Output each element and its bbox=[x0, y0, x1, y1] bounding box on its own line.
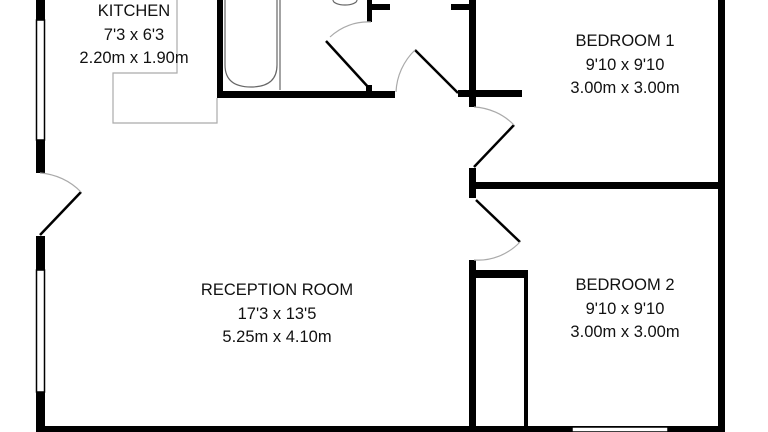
room-size-imperial: 17'3 x 13'5 bbox=[237, 304, 317, 323]
room-size-imperial: 9'10 x 9'10 bbox=[585, 55, 665, 74]
room-size-imperial: 9'10 x 9'10 bbox=[585, 299, 665, 318]
bathtub bbox=[224, 0, 358, 90]
door-bedroom1 bbox=[473, 106, 515, 168]
window-bedroom2 bbox=[571, 426, 669, 432]
room-name: BEDROOM 1 bbox=[575, 32, 675, 50]
windows bbox=[35, 19, 669, 432]
room-label-bedroom1: BEDROOM 1 9'10 x 9'10 3.00m x 3.00m bbox=[570, 30, 679, 101]
room-size-imperial: 7'3 x 6'3 bbox=[103, 25, 165, 44]
room-label-kitchen: KITCHEN 7'3 x 6'3 2.20m x 1.90m bbox=[79, 0, 188, 71]
door-hall bbox=[395, 49, 459, 94]
room-size-metric: 3.00m x 3.00m bbox=[570, 79, 680, 97]
walls bbox=[36, 0, 725, 432]
door-bedroom2 bbox=[473, 199, 521, 261]
room-name: KITCHEN bbox=[97, 2, 171, 20]
room-label-bedroom2: BEDROOM 2 9'10 x 9'10 3.00m x 3.00m bbox=[570, 274, 679, 345]
window-reception bbox=[35, 269, 46, 393]
room-size-metric: 2.20m x 1.90m bbox=[79, 49, 189, 67]
room-name: BEDROOM 2 bbox=[575, 276, 675, 294]
kitchen-counter bbox=[112, 0, 218, 124]
room-size-metric: 5.25m x 4.10m bbox=[222, 328, 332, 346]
doors bbox=[39, 21, 521, 261]
door-bathroom bbox=[325, 21, 372, 89]
room-size-metric: 3.00m x 3.00m bbox=[570, 323, 680, 341]
door-entrance bbox=[39, 172, 82, 236]
room-label-reception: RECEPTION ROOM 17'3 x 13'5 5.25m x 4.10m bbox=[201, 279, 353, 350]
window-kitchen bbox=[35, 19, 46, 141]
room-name: RECEPTION ROOM bbox=[200, 281, 354, 299]
